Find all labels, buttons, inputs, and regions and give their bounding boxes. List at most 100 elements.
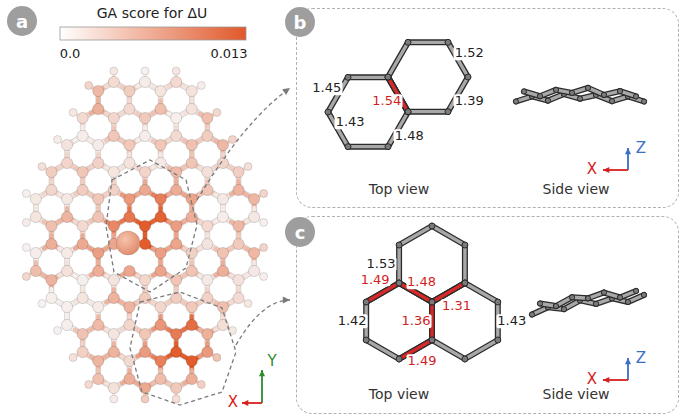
carbon-atom <box>217 247 228 258</box>
carbon-atom <box>61 193 72 204</box>
ring-atom <box>429 223 435 229</box>
carbon-atom <box>233 166 244 177</box>
bond-stick <box>462 245 468 283</box>
callout-arrow <box>236 300 290 345</box>
bond-stick <box>408 109 448 115</box>
carbon-atom <box>233 274 244 285</box>
bond-length: 1.43 <box>496 314 527 328</box>
carbon-atom <box>93 301 104 312</box>
ring-atom <box>577 96 582 101</box>
bond-length: 1.53 <box>366 257 397 271</box>
carbon-atom <box>171 238 182 249</box>
bond-stick <box>348 144 388 150</box>
ring-atom <box>593 301 598 306</box>
bond-stick <box>396 245 402 283</box>
ring-atom <box>396 356 402 362</box>
carbon-atom <box>202 328 213 339</box>
hydrogen-atom <box>172 395 180 403</box>
ring-atom <box>363 299 369 305</box>
colorbar <box>60 27 246 40</box>
view-caption: Top view <box>369 386 429 402</box>
arrow-head <box>282 88 290 95</box>
carbon-atom <box>93 157 104 168</box>
carbon-atom <box>61 265 72 276</box>
ring-atom <box>553 303 558 308</box>
carbon-atom <box>186 373 197 384</box>
ring-atom <box>513 99 518 104</box>
bond-stick <box>388 42 408 77</box>
ring-atom <box>462 280 468 286</box>
ring-atom <box>601 92 606 97</box>
ring-atom <box>396 242 402 248</box>
bond-length: 1.39 <box>454 94 485 108</box>
carbon-atom <box>93 85 104 96</box>
carbon-atom <box>171 112 182 123</box>
hydrogen-atom <box>38 163 46 171</box>
axis-label: Z <box>635 141 647 157</box>
carbon-atom <box>186 265 197 276</box>
carbon-atom <box>155 319 166 330</box>
bond-length: 1.52 <box>454 46 485 60</box>
carbon-atom <box>124 355 135 366</box>
ring-atom <box>585 296 590 301</box>
carbon-atom <box>77 274 88 285</box>
bond-stick <box>388 42 408 77</box>
carbon-atom <box>155 139 166 150</box>
hydrogen-atom <box>85 381 93 389</box>
ring-atom <box>641 292 646 297</box>
carbon-atom <box>61 301 72 312</box>
hydrogen-atom <box>22 273 30 281</box>
hydrogen-atom <box>110 395 118 403</box>
ring-atom <box>601 290 606 295</box>
carbon-atom <box>46 274 57 285</box>
ring-atom <box>529 312 534 317</box>
carbon-atom <box>202 238 213 249</box>
carbon-atom <box>46 292 57 303</box>
ring-atom <box>385 74 391 80</box>
carbon-atom <box>202 220 213 231</box>
carbon-atom <box>77 130 88 141</box>
ring-atom <box>396 280 402 286</box>
arrow-head <box>625 148 631 154</box>
carbon-atom <box>155 103 166 114</box>
carbon-atom <box>93 193 104 204</box>
ring-atom <box>405 39 411 45</box>
carbon-atom <box>61 319 72 330</box>
ring-atom <box>495 299 501 305</box>
carbon-atom <box>93 103 104 114</box>
carbon-atom <box>186 247 197 258</box>
carbon-atom <box>108 328 119 339</box>
ring-atom <box>617 89 622 94</box>
hydrogen-atom <box>141 67 149 75</box>
ring-atom <box>462 242 468 248</box>
carbon-atom <box>124 139 135 150</box>
axis-label: X <box>586 162 598 178</box>
carbon-atom <box>171 166 182 177</box>
panel-letter: b <box>294 12 307 33</box>
ring-atom <box>609 99 614 104</box>
carbon-atom <box>249 193 260 204</box>
carbon-atom <box>77 184 88 195</box>
axis-label: X <box>586 372 598 388</box>
carbon-atom <box>139 130 150 141</box>
carbon-atom <box>186 139 197 150</box>
colorbar-tick: 0.0 <box>59 47 82 61</box>
carbon-atom <box>93 139 104 150</box>
carbon-atom <box>155 247 166 258</box>
bond-stick <box>408 110 448 113</box>
arrow-head <box>603 167 609 173</box>
carbon-atom <box>61 247 72 258</box>
carbon-atom <box>202 274 213 285</box>
adsorbate-atom <box>116 231 140 255</box>
carbon-atom <box>46 184 57 195</box>
axis-label: Y <box>266 354 277 370</box>
bond-stick <box>348 145 388 148</box>
bond-length: 1.43 <box>335 115 366 129</box>
carbon-atom <box>155 193 166 204</box>
bond-length: 1.31 <box>441 300 472 314</box>
carbon-atom <box>46 166 57 177</box>
carbon-atom <box>77 220 88 231</box>
hydrogen-atom <box>85 82 93 90</box>
carbon-atom <box>30 211 41 222</box>
bond-length: 1.49 <box>360 273 391 287</box>
